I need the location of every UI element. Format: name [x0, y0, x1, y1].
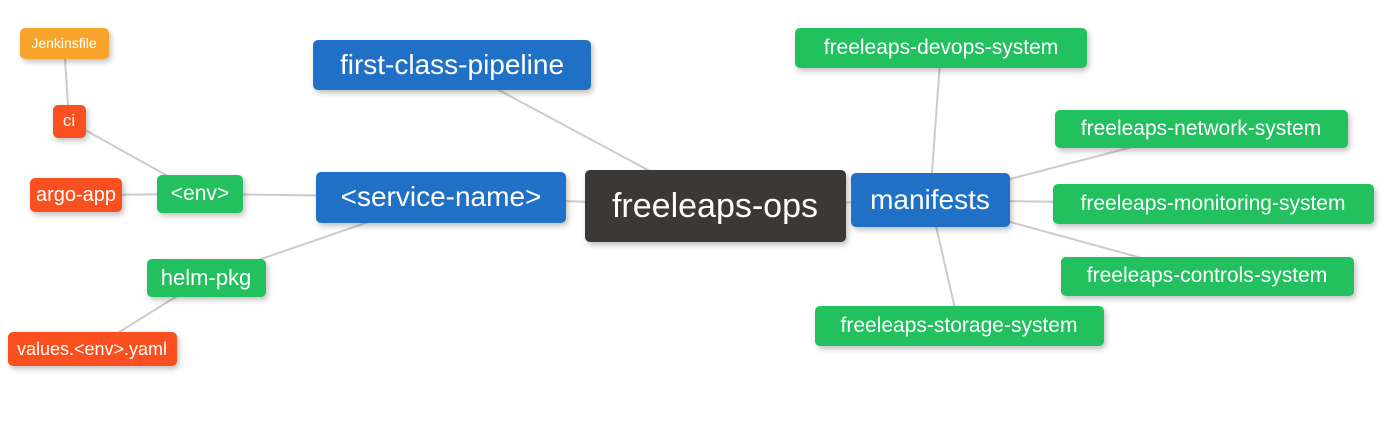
node-helm-pkg[interactable]: helm-pkg: [146, 259, 266, 297]
node-freeleaps-network-system[interactable]: freeleaps-network-system: [1054, 110, 1348, 148]
node-freeleaps-ops[interactable]: freeleaps-ops: [584, 170, 846, 242]
node-first-class-pipeline[interactable]: first-class-pipeline: [313, 40, 591, 90]
node-service-name[interactable]: <service-name>: [316, 171, 566, 223]
node-freeleaps-devops-system[interactable]: freeleaps-devops-system: [795, 28, 1087, 68]
node-jenkinsfile[interactable]: Jenkinsfile: [19, 27, 109, 59]
node-freeleaps-monitoring-system[interactable]: freeleaps-monitoring-system: [1052, 184, 1374, 224]
node-values-env-yaml[interactable]: values.<env>.yaml: [7, 332, 177, 366]
node-env[interactable]: <env>: [157, 175, 243, 213]
node-freeleaps-storage-system[interactable]: freeleaps-storage-system: [814, 306, 1104, 346]
node-freeleaps-controls-system[interactable]: freeleaps-controls-system: [1060, 256, 1354, 296]
node-ci[interactable]: ci: [52, 104, 86, 138]
node-argo-app[interactable]: argo-app: [30, 178, 122, 212]
node-manifests[interactable]: manifests: [850, 173, 1010, 227]
